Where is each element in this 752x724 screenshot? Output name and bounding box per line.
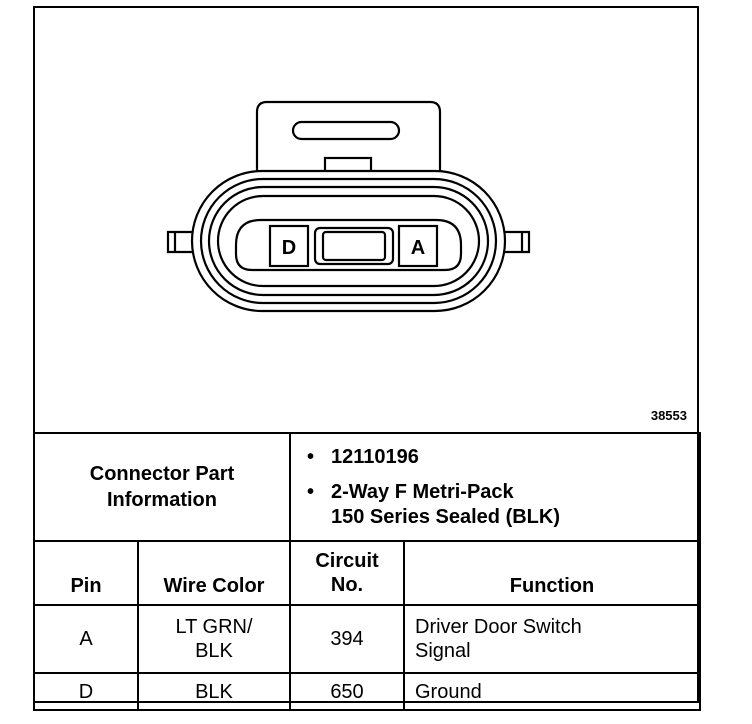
pin-label-right: A: [411, 237, 425, 259]
connector-table: Connector Part Information 12110196 2-Wa…: [33, 432, 701, 711]
header-function: Function: [403, 540, 701, 606]
part-info-row: Connector Part Information 12110196 2-Wa…: [33, 432, 701, 542]
row-d-pin: D: [33, 672, 139, 711]
row-a-function-line-2: Signal: [415, 640, 471, 662]
header-pin: Pin: [33, 540, 139, 606]
header-circuit-line-1: Circuit: [315, 550, 379, 572]
connector-illustration: D A: [166, 100, 531, 313]
header-circuit-line-2: No.: [330, 574, 364, 596]
row-d-function: Ground: [403, 672, 701, 711]
label-line-2: Information: [107, 489, 217, 511]
part-number: 12110196: [307, 445, 699, 470]
row-a-pin: A: [33, 604, 139, 674]
part-info-details: 12110196 2-Way F Metri-Pack 150 Series S…: [289, 432, 701, 542]
header-row: Pin Wire Color Circuit No. Function: [33, 540, 701, 606]
row-d-wire-color: BLK: [137, 672, 291, 711]
connector-frame: D A 38553 Connector Part Information 121…: [33, 6, 701, 711]
row-a-wire-color: LT GRN/ BLK: [137, 604, 291, 674]
row-a-circuit: 394: [289, 604, 405, 674]
header-wire-color: Wire Color: [137, 540, 291, 606]
table-row: A LT GRN/ BLK 394 Driver Door Switch Sig…: [33, 604, 701, 674]
label-line-1: Connector Part: [89, 463, 235, 485]
row-d-circuit: 650: [289, 672, 405, 711]
row-a-wire-color-line-1: LT GRN/: [175, 616, 253, 638]
connector-drawing: D A 38553: [35, 8, 697, 432]
table-row: D BLK 650 Ground: [33, 672, 701, 711]
row-a-function-line-1: Driver Door Switch: [415, 616, 582, 638]
pin-label-left: D: [282, 237, 296, 259]
part-description-line-2: 150 Series Sealed (BLK): [331, 505, 560, 528]
connector-part-info-label: Connector Part Information: [33, 432, 291, 542]
row-a-wire-color-line-2: BLK: [195, 640, 233, 662]
header-circuit: Circuit No.: [289, 540, 405, 606]
row-a-function: Driver Door Switch Signal: [403, 604, 701, 674]
figure-number: 38553: [650, 408, 687, 423]
part-description-line-1: 2-Way F Metri-Pack: [307, 480, 699, 505]
